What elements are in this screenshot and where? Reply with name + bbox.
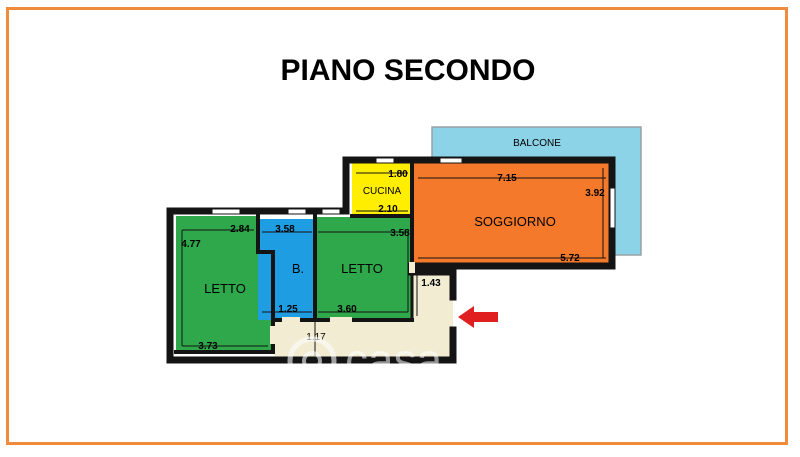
dim-soggiorno-bottom: 5.72 — [560, 253, 580, 264]
letto-left-area — [176, 216, 273, 350]
cucina-label: CUCINA — [363, 186, 402, 197]
dim-cucina-top: 1.80 — [388, 169, 408, 180]
corridor-area — [275, 263, 453, 360]
cucina-area — [352, 162, 412, 217]
dim-bagno-bottom: 1.25 — [278, 304, 298, 315]
page-title: PIANO SECONDO — [280, 54, 535, 87]
dim-letto-left-bottom: 3.73 — [198, 341, 218, 352]
dim-letto-left-side: 4.77 — [181, 239, 201, 250]
dim-cucina-bottom: 2.10 — [378, 204, 398, 215]
letto-left-label: LETTO — [204, 281, 246, 296]
dim-soggiorno-top: 7.15 — [497, 173, 517, 184]
watermark-text: casa.it — [345, 334, 478, 386]
dimension-lines — [181, 168, 606, 356]
dim-bagno-top: 3.58 — [275, 224, 295, 235]
dim-corridor-side: 1.43 — [421, 278, 441, 289]
door-openings — [270, 262, 415, 344]
windows — [211, 157, 616, 229]
balcone-label: BALCONE — [513, 138, 561, 149]
dim-letto-mid-side: 3.58 — [390, 228, 410, 239]
entrance-arrow-icon — [458, 306, 498, 328]
page-border — [6, 7, 788, 445]
bagno-label: B. — [292, 261, 304, 276]
dim-letto-left-top: 2.84 — [230, 224, 250, 235]
dim-letto-mid-bottom: 3.60 — [337, 304, 357, 315]
bagno-area — [258, 219, 315, 320]
dim-soggiorno-right: 3.92 — [585, 188, 605, 199]
casa-logo-icon — [287, 336, 337, 386]
soggiorno-area — [412, 162, 609, 263]
letto-mid-area — [315, 217, 411, 320]
soggiorno-label: SOGGIORNO — [474, 214, 556, 229]
letto-mid-label: LETTO — [341, 261, 383, 276]
